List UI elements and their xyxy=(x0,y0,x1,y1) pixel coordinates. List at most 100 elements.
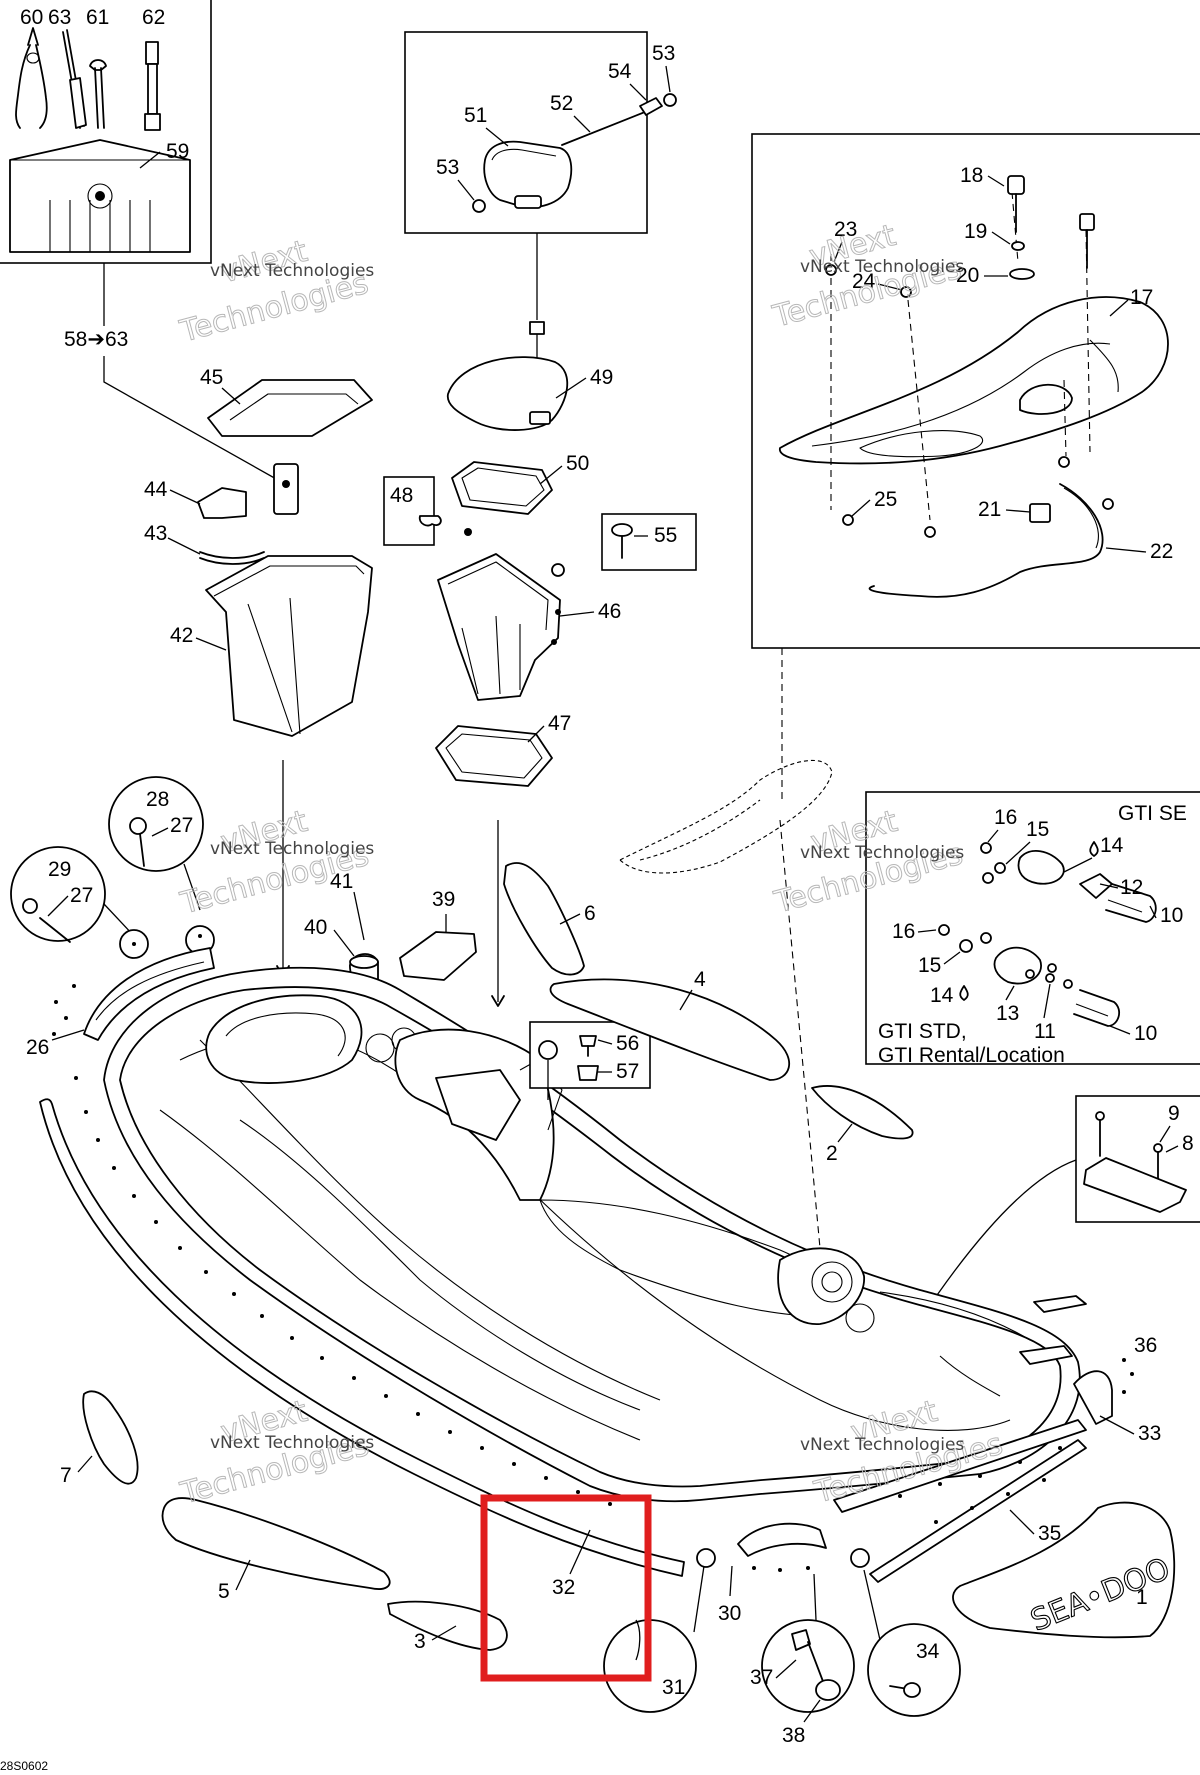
spark-plug-socket-icon xyxy=(144,41,161,131)
callout-2: 2 xyxy=(826,1142,838,1165)
callout-4: 4 xyxy=(694,968,706,991)
callout-48: 48 xyxy=(390,484,413,507)
part-40-fitting: 40 41 xyxy=(304,870,379,993)
callout-20: 20 xyxy=(956,264,979,287)
callout-54: 54 xyxy=(608,60,632,83)
wrench-icon xyxy=(89,59,107,129)
part-50-gasket: 50 xyxy=(451,452,589,515)
part-43-strap: 43 xyxy=(144,522,265,565)
callout-61: 61 xyxy=(86,6,109,29)
callout-18: 18 xyxy=(960,164,983,187)
callout-16a: 16 xyxy=(994,806,1017,829)
watermark-middle: vNext Technologies vNext Technologies xyxy=(176,803,374,922)
callout-43: 43 xyxy=(144,522,167,545)
callout-27b: 27 xyxy=(70,884,93,907)
part-4-panel: 4 xyxy=(549,968,791,1081)
callout-62: 62 xyxy=(142,6,165,29)
callout-45: 45 xyxy=(200,366,223,389)
fastener-detail-34: 34 xyxy=(863,1569,961,1717)
callout-53b: 53 xyxy=(436,156,459,179)
callout-23: 23 xyxy=(834,218,857,241)
callout-58-63: 58➔63 xyxy=(64,328,128,351)
part-55-inset: 55 xyxy=(601,513,697,571)
callout-5: 5 xyxy=(218,1580,230,1603)
part-42-storage-bin: 42 xyxy=(170,555,373,737)
handlebar-inset: 18 19 20 17 23 24 25 21 22 xyxy=(751,133,1200,649)
callout-32: 32 xyxy=(552,1576,575,1599)
diagram-reference: 28S0602 xyxy=(0,1759,48,1773)
rub-rail-rivets xyxy=(74,1076,612,1506)
callout-29: 29 xyxy=(48,858,71,881)
callout-6: 6 xyxy=(584,902,596,925)
callout-17: 17 xyxy=(1130,286,1153,309)
watermark-label-3: vNext Technologies xyxy=(210,839,374,859)
callout-37: 37 xyxy=(750,1666,773,1689)
callout-15a: 15 xyxy=(1026,818,1049,841)
watermark-label-4: vNext Technologies xyxy=(800,843,964,863)
fastener-detail-31: 31 xyxy=(603,1565,705,1713)
part-47-gasket: 47 xyxy=(435,712,571,787)
label-gti-std: GTI STD, xyxy=(878,1020,967,1043)
callout-14b: 14 xyxy=(930,984,954,1007)
callout-51: 51 xyxy=(464,104,487,127)
steering-sketch xyxy=(619,759,833,1249)
callout-56: 56 xyxy=(616,1032,639,1055)
tool-kit-inset: 60 63 61 62 59 xyxy=(0,0,212,264)
part-1-decal: SEA•DOO 1 xyxy=(952,1501,1175,1639)
callout-55: 55 xyxy=(654,524,677,547)
callout-3: 3 xyxy=(414,1630,426,1653)
callout-31: 31 xyxy=(662,1676,685,1699)
callout-50: 50 xyxy=(566,452,589,475)
callout-14a: 14 xyxy=(1100,834,1124,857)
part-32-rub-rail xyxy=(39,1098,685,1577)
part-3-panel: 3 xyxy=(387,1600,508,1653)
callout-41: 41 xyxy=(330,870,353,893)
tool-bag-icon xyxy=(9,139,191,253)
callout-7: 7 xyxy=(60,1464,72,1487)
callout-34: 34 xyxy=(916,1640,940,1663)
watermark-label-6: vNext Technologies xyxy=(800,1435,964,1455)
watermark-bottom-left: vNext Technologies vNext Technologies xyxy=(176,1393,374,1512)
callout-13: 13 xyxy=(996,1002,1019,1025)
callout-19: 19 xyxy=(964,220,987,243)
part-39-bracket: 39 xyxy=(399,888,477,981)
pliers-icon xyxy=(15,27,48,129)
callout-53a: 53 xyxy=(652,42,675,65)
callout-27a: 27 xyxy=(170,814,193,837)
part-5-panel: 5 xyxy=(161,1497,391,1603)
callout-10a: 10 xyxy=(1160,904,1183,927)
callout-49: 49 xyxy=(590,366,613,389)
watermark-label-2: vNext Technologies xyxy=(800,257,964,277)
callout-1: 1 xyxy=(1136,1586,1148,1609)
callout-21: 21 xyxy=(978,498,1001,521)
part-48-inset: 48 xyxy=(383,476,472,546)
callout-42: 42 xyxy=(170,624,193,647)
callout-22: 22 xyxy=(1150,540,1173,563)
screwdriver-icon xyxy=(62,29,87,129)
watermark-label-5: vNext Technologies xyxy=(210,1433,374,1453)
callout-35: 35 xyxy=(1038,1522,1061,1545)
parts-rear-rails: 36 33 35 xyxy=(696,1295,1161,1583)
callout-57: 57 xyxy=(616,1060,639,1083)
callout-63: 63 xyxy=(48,6,71,29)
part-46-storage-bin: 46 xyxy=(437,553,621,701)
part-44-latch: 44 xyxy=(144,463,299,519)
storage-cover-inset: 51 52 54 53 53 xyxy=(404,31,677,234)
part-26-bumper: 26 xyxy=(26,947,215,1059)
callout-16b: 16 xyxy=(892,920,915,943)
callout-60: 60 xyxy=(20,6,43,29)
part-7-panel: 7 xyxy=(60,1390,139,1487)
callout-52: 52 xyxy=(550,92,573,115)
label-gti-rental: GTI Rental/Location xyxy=(878,1044,1065,1067)
callout-11: 11 xyxy=(1034,1020,1056,1043)
callout-39: 39 xyxy=(432,888,455,911)
fastener-detail-27-29: 29 27 xyxy=(10,846,135,943)
callout-46: 46 xyxy=(598,600,621,623)
part-49-storage-cover: 49 xyxy=(446,356,613,431)
label-gti-se: GTI SE xyxy=(1118,802,1187,825)
highlight-part-32: 32 xyxy=(480,1494,652,1682)
callout-24: 24 xyxy=(852,270,876,293)
callout-47: 47 xyxy=(548,712,571,735)
fastener-detail-37-38: 37 38 xyxy=(750,1573,855,1747)
